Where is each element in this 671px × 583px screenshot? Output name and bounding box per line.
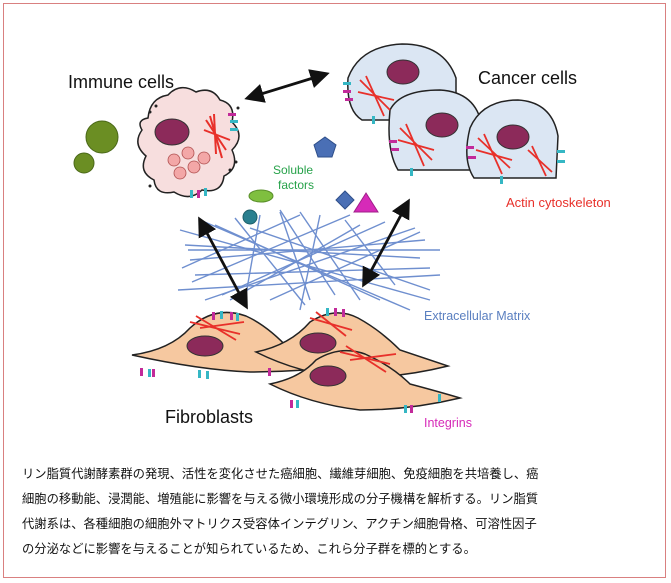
caption-line: リン脂質代謝酵素群の発現、活性を変化させた癌細胞、繊維芽細胞、免疫細胞を共培養し… [22, 467, 539, 481]
soluble-factor-dot [242, 209, 258, 225]
caption: リン脂質代謝酵素群の発現、活性を変化させた癌細胞、繊維芽細胞、免疫細胞を共培養し… [22, 462, 652, 562]
fibroblast-actin [189, 311, 397, 373]
arrow-immune-cancer [244, 69, 330, 103]
figure-frame [3, 3, 666, 578]
cancer-cell-2 [388, 89, 483, 171]
soluble-factor-pentagon [313, 136, 337, 158]
diagram: Immune cells Cancer cells Soluble factor… [68, 43, 611, 430]
arrow-cancer-fibroblast [362, 198, 410, 288]
immune-cell-small-2 [73, 152, 95, 174]
fibroblast-integrins [140, 308, 441, 413]
label-fibroblasts: Fibroblasts [165, 407, 253, 427]
label-extracellular-matrix: Extracellular Matrix [424, 309, 531, 323]
caption-line: の分泌などに影響を与えることが知られているため、これら分子群を標的とする。 [22, 542, 476, 556]
label-soluble-factors-2: factors [278, 178, 314, 192]
soluble-factor-triangle [353, 192, 379, 213]
cancer-cell-integrins [343, 82, 565, 184]
cancer-cell-actin [357, 75, 553, 177]
arrow-immune-fibroblast [198, 216, 248, 310]
immune-cell-integrins [190, 113, 238, 198]
immune-cell [137, 86, 240, 198]
label-immune-cells: Immune cells [68, 72, 174, 92]
label-cancer-cells: Cancer cells [478, 68, 577, 88]
soluble-factor-oval [248, 189, 274, 203]
caption-line: 代謝系は、各種細胞の細胞外マトリクス受容体インテグリン、アクチン細胞骨格、可溶性… [22, 517, 537, 531]
label-soluble-factors-1: Soluble [273, 163, 313, 177]
label-actin-cytoskeleton: Actin cytoskeleton [506, 195, 611, 210]
soluble-factor-diamond [335, 190, 355, 210]
cancer-cell-3 [466, 99, 559, 179]
caption-line: 細胞の移動能、浸潤能、増殖能に影響を与える微小環境形成の分子機構を解析する。リン… [22, 492, 539, 506]
immune-cell-small-1 [85, 120, 119, 154]
extracellular-matrix-fibers [177, 209, 441, 311]
fibroblast-3 [267, 349, 463, 411]
label-integrins: Integrins [424, 416, 472, 430]
